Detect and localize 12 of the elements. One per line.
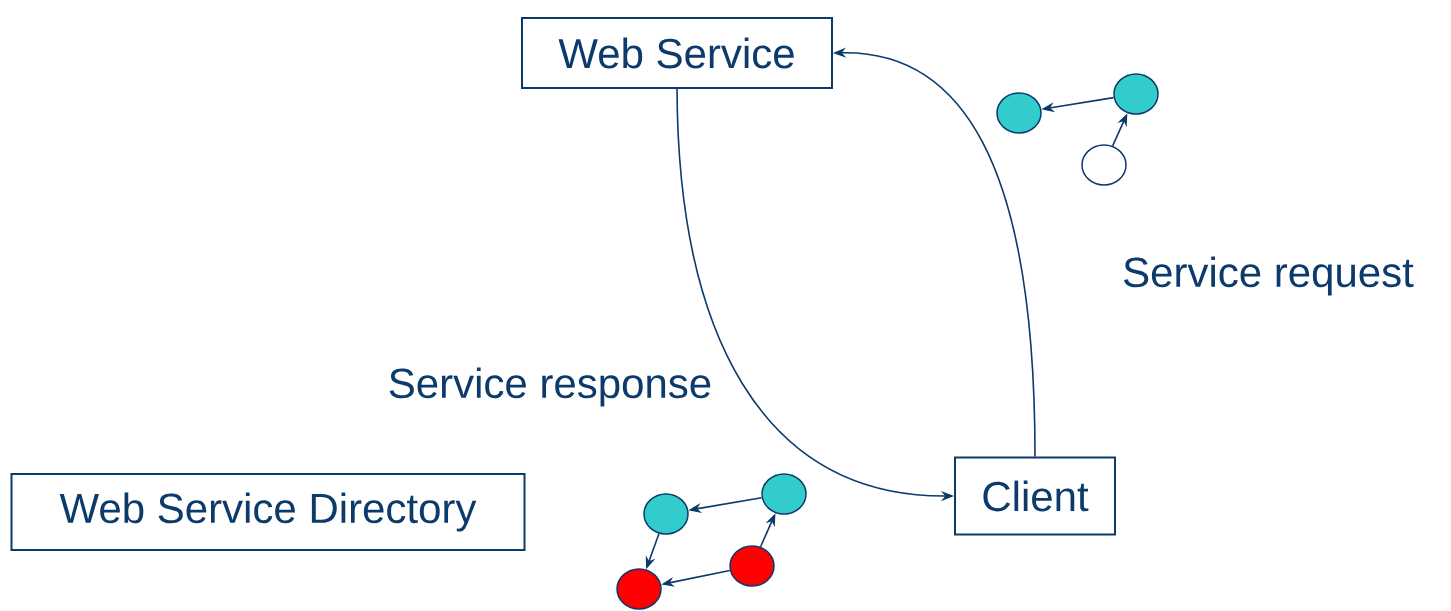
label: Service request <box>1124 256 1414 296</box>
circle <box>643 493 689 535</box>
circle <box>729 545 775 587</box>
circle <box>996 92 1042 134</box>
circle <box>1081 144 1127 186</box>
circle <box>761 473 807 515</box>
circle <box>1113 73 1159 115</box>
circle <box>616 568 662 610</box>
text-box: Client <box>954 456 1116 536</box>
text-box: Web Service <box>521 17 833 89</box>
label: Service response <box>389 367 711 407</box>
text-box: Web Service Directory <box>10 473 526 551</box>
